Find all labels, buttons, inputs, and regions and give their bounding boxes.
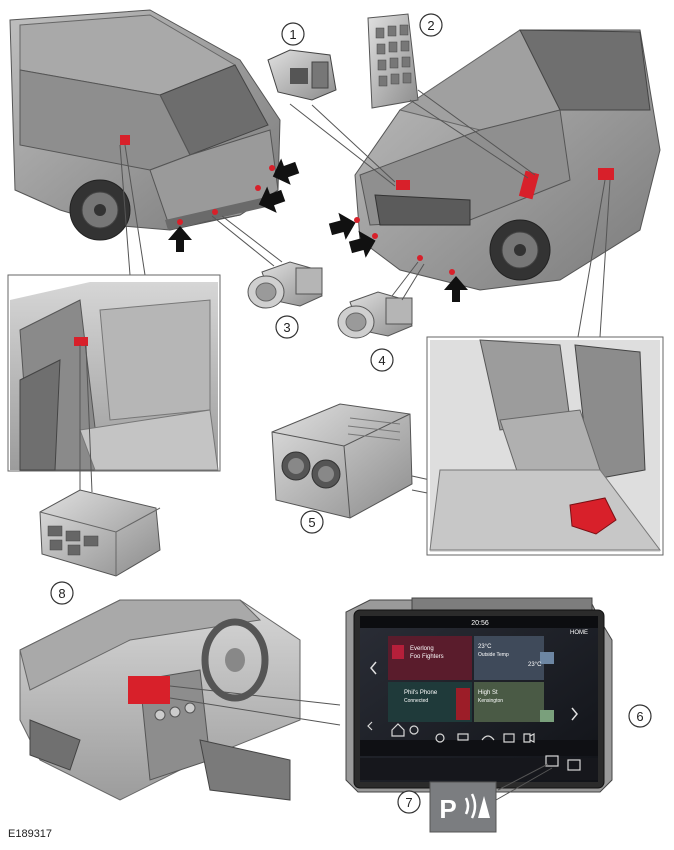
front-module-highlight <box>396 180 410 190</box>
front-sensor-location <box>449 269 455 275</box>
component-3-parking-sensor <box>247 261 323 309</box>
navigation-icon <box>435 733 445 743</box>
settings-icon <box>567 759 581 771</box>
parking-aid-icon-enlarged: P <box>429 781 497 833</box>
home-icon <box>391 723 405 737</box>
rear-sensor-location <box>212 209 218 215</box>
fender-component-highlight <box>598 168 614 180</box>
outside-temp-label: Outside Temp <box>478 652 509 658</box>
chevron-right-icon <box>571 707 578 721</box>
svg-text:6: 6 <box>636 709 643 724</box>
rear-sensor-location <box>255 185 261 191</box>
svg-text:5: 5 <box>308 515 315 530</box>
media-icon <box>409 725 419 735</box>
svg-text:1: 1 <box>289 27 296 42</box>
callout-2: 2 <box>419 13 443 37</box>
screen-time: 20:56 <box>471 620 489 627</box>
vehicle-front-view <box>354 29 661 291</box>
climate-temp-value: 23°C <box>528 662 542 668</box>
component-8-module <box>39 489 161 577</box>
component-1-module <box>267 49 337 101</box>
component-4-parking-sensor <box>337 291 413 339</box>
callout-1: 1 <box>281 22 305 46</box>
svg-text:4: 4 <box>378 353 385 368</box>
boot-component-highlight <box>74 337 88 346</box>
climate-icon <box>457 733 469 741</box>
callout-7: 7 <box>397 790 421 814</box>
svg-text:8: 8 <box>58 586 65 601</box>
navigation-tile <box>474 682 544 722</box>
phone-status: Connected <box>404 698 428 704</box>
phone-icon <box>481 735 495 741</box>
under-bonnet-module-highlight <box>518 170 540 200</box>
screen-home-label: HOME <box>570 630 588 636</box>
callout-6: 6 <box>628 704 652 728</box>
climate-tile <box>474 636 544 680</box>
callout-5: 5 <box>300 510 324 534</box>
callout-8: 8 <box>50 581 74 605</box>
callout-4: 4 <box>370 348 394 372</box>
apps-icon <box>503 733 515 743</box>
parking-p-letter: P <box>439 794 456 824</box>
media-title: Everlong <box>410 646 434 652</box>
front-sensor-location <box>372 233 378 239</box>
svg-text:3: 3 <box>283 320 290 335</box>
front-sensor-location <box>354 217 360 223</box>
arrow-icon <box>168 158 300 252</box>
front-sensor-location <box>417 255 423 261</box>
nav-street: High St <box>478 690 498 696</box>
vehicle-rear-view <box>9 9 281 241</box>
camera-icon <box>523 733 535 743</box>
dashboard-interior-view <box>19 599 301 801</box>
figure-reference-id: E189317 <box>8 828 53 840</box>
nav-area: Kensington <box>478 698 503 704</box>
dashboard-display-highlight <box>128 676 170 704</box>
callout-3: 3 <box>275 315 299 339</box>
rear-sensor-location <box>269 165 275 171</box>
rear-sensor-location <box>177 219 183 225</box>
parking-aid-icon <box>545 755 559 767</box>
component-5-module <box>271 403 413 519</box>
phone-name: Phil's Phone <box>404 690 438 696</box>
touchscreen-display <box>345 597 613 793</box>
back-icon <box>367 721 373 731</box>
arrow-icon <box>328 212 468 302</box>
outside-temp-value: 23°C <box>478 644 492 650</box>
chevron-left-icon <box>370 661 377 675</box>
component-2-module <box>367 13 419 109</box>
seat-component-highlight <box>569 497 617 535</box>
media-artist: Foo Fighters <box>410 654 444 660</box>
svg-text:7: 7 <box>405 795 412 810</box>
seat-interior-inset <box>426 336 664 556</box>
rear-component-highlight <box>120 135 130 145</box>
boot-interior-inset <box>7 274 221 472</box>
svg-text:2: 2 <box>427 18 434 33</box>
touchscreen-nav <box>367 721 581 771</box>
sensor-wave-icon <box>478 796 490 818</box>
